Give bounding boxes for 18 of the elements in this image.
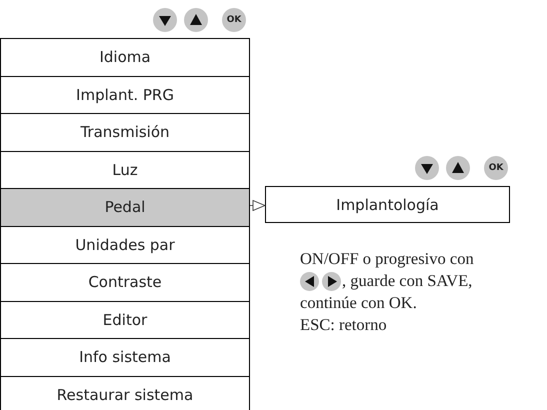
menu-item: Restaurar sistema (0, 376, 250, 410)
selected-menu-item: Pedal (0, 188, 250, 226)
menu-item: Transmisión (0, 113, 250, 152)
menu-item: Unidades par (0, 226, 250, 264)
ok-button: OK (222, 8, 246, 32)
escape-note: ESC: retorno (300, 314, 388, 336)
menu-item: Info sistema (0, 338, 250, 376)
menu-item: Contraste (0, 263, 250, 302)
arrow (250, 200, 266, 211)
menu-item: Editor (0, 300, 250, 339)
instruction-text: continúe con OK. (300, 292, 418, 314)
menu-item: Implant. PRG (0, 76, 250, 114)
instruction-text: ON/OFF o progresivo con (300, 249, 474, 268)
menu-item: Idioma (0, 38, 250, 76)
menu-item: Luz (0, 150, 250, 189)
submenu-box: Implantología (265, 186, 510, 223)
instruction-text: , guarde con SAVE, (342, 270, 472, 292)
ok-button: OK (484, 156, 508, 180)
